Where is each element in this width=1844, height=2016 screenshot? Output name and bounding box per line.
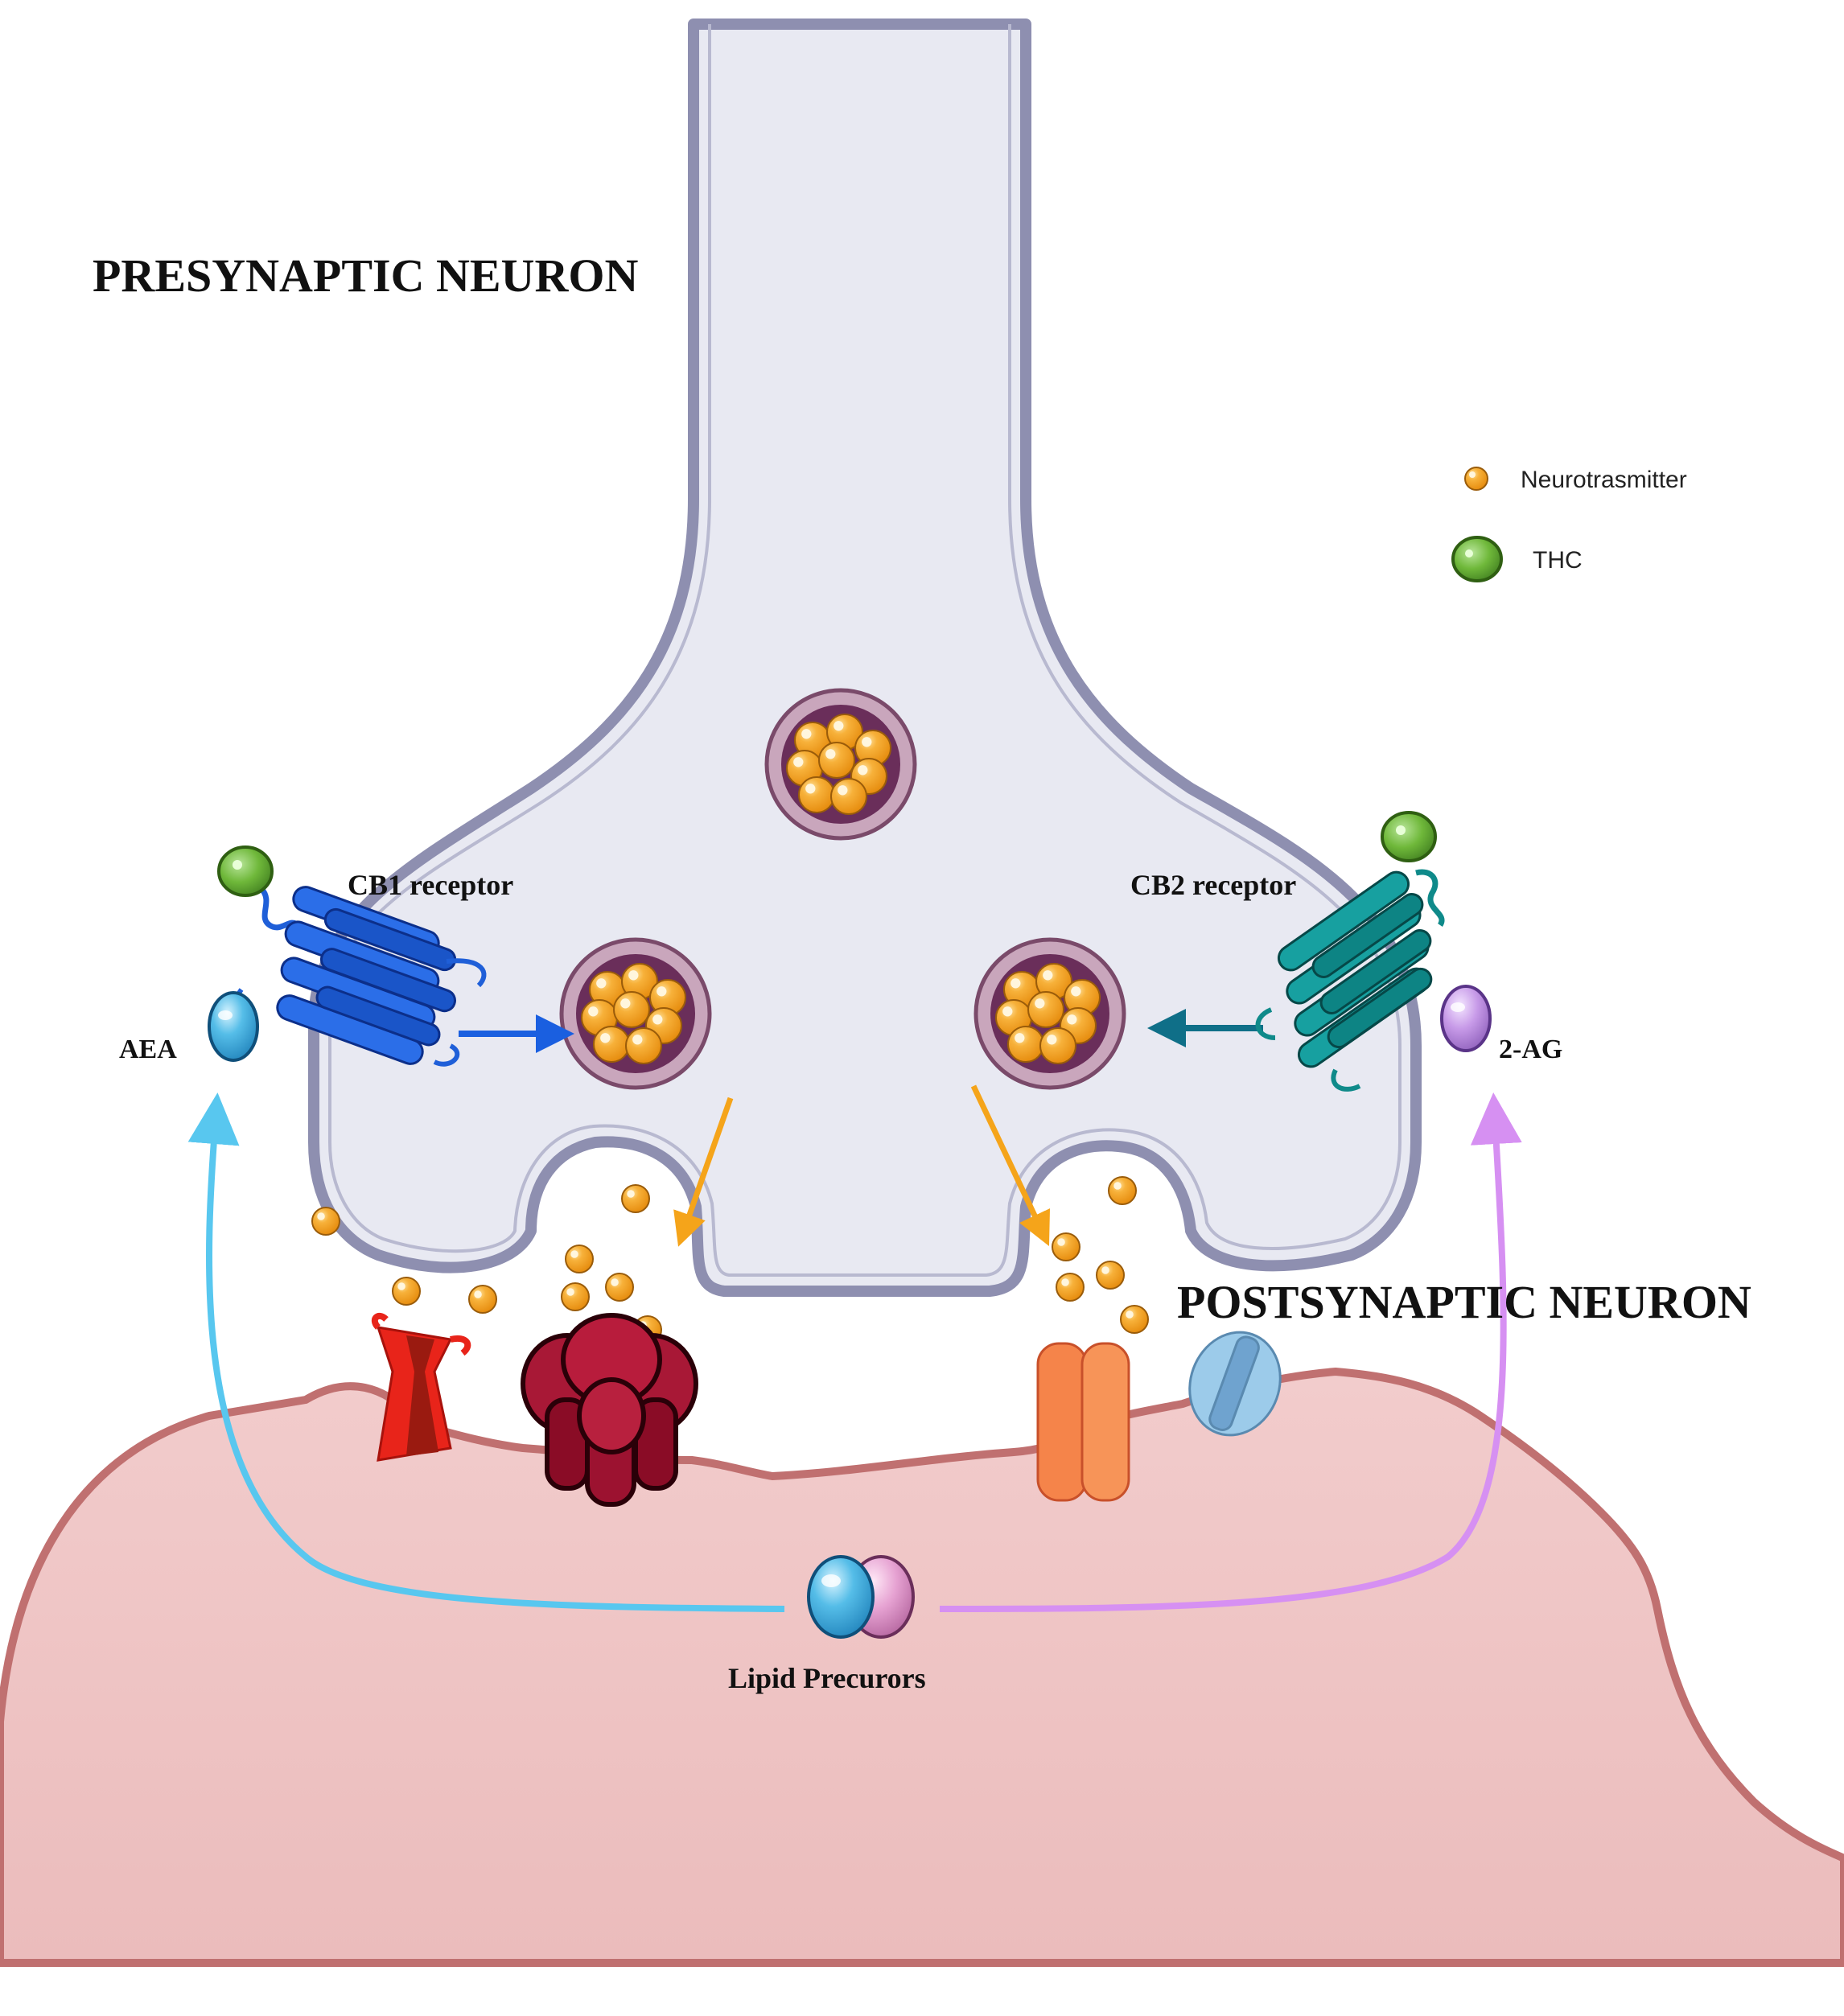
neurotransmitter-molecule (392, 1277, 421, 1306)
thc-icon (1451, 536, 1503, 582)
neurotransmitter-molecule (1108, 1176, 1137, 1205)
neurotransmitter-molecule (621, 963, 658, 1000)
vesicle (559, 937, 712, 1090)
vesicle (764, 688, 917, 841)
neurotransmitter-molecule (1120, 1305, 1149, 1334)
release-arrow-right (970, 1084, 1051, 1246)
neurotransmitter-molecule (468, 1285, 497, 1314)
neurotransmitter-icon (1464, 467, 1488, 491)
neurotransmitter-molecule (625, 1027, 662, 1064)
cb2-receptor (1255, 869, 1445, 1092)
neurotransmitter-molecule (1007, 1026, 1044, 1063)
legend-neurotransmitter-label: Neurotrasmitter (1521, 467, 1687, 493)
cb1-receptor (234, 886, 487, 1067)
neurotransmitter-molecule (854, 730, 891, 767)
presynaptic-label: PRESYNAPTIC NEURON (93, 249, 638, 302)
lipid-precursors-label: Lipid Precurors (728, 1662, 926, 1694)
neurotransmitter-molecule (593, 1026, 630, 1063)
neurotransmitter-molecule (1027, 991, 1064, 1028)
neurotransmitter-molecule (818, 742, 855, 779)
neurotransmitter-molecule (565, 1245, 594, 1273)
neurotransmitter-molecule (1052, 1232, 1080, 1261)
vesicle (973, 937, 1126, 1090)
neurotransmitter-molecule (621, 1184, 650, 1213)
aea-molecule (208, 991, 259, 1062)
neurotransmitter-molecule (605, 1273, 634, 1302)
postsynaptic-label: POSTSYNAPTIC NEURON (1177, 1276, 1751, 1328)
neurotransmitter-molecule (613, 991, 650, 1028)
postsynaptic-receptor-red (371, 1312, 471, 1462)
two-ag-label: 2-AG (1499, 1035, 1562, 1064)
neurotransmitter-molecule (589, 971, 626, 1008)
lipid-precursors (807, 1555, 915, 1639)
postsynaptic-receptor-lightblue (1188, 1331, 1282, 1437)
neurotransmitter-molecule (1035, 963, 1072, 1000)
thc-on-cb2 (1381, 811, 1437, 862)
legend-thc-label: THC (1533, 547, 1583, 574)
two-ag-synthesis-arrow (939, 1092, 1522, 1612)
neurotransmitter-molecule (649, 979, 686, 1016)
legend: Neurotrasmitter THC (1451, 467, 1687, 582)
neurotransmitter-molecule (1096, 1261, 1125, 1290)
postsynaptic-receptor-darkred (521, 1313, 698, 1507)
synaptic-vesicles (559, 688, 1126, 1090)
aea-synthesis-arrow (187, 1092, 785, 1612)
cb1-receptor-label: CB1 receptor (348, 869, 513, 901)
aea-label: AEA (119, 1035, 177, 1064)
release-arrow-left (673, 1096, 734, 1247)
neurotransmitter-molecule (1056, 1273, 1085, 1302)
neurotransmitter-molecule (311, 1207, 340, 1236)
postsynaptic-receptor-orange (1036, 1342, 1130, 1502)
thc-on-cb1 (217, 845, 274, 897)
cb2-receptor-label: CB2 receptor (1130, 869, 1296, 901)
neurotransmitter-molecule (826, 714, 863, 751)
neurotransmitter-molecule (561, 1282, 590, 1311)
neurotransmitter-molecule (798, 776, 835, 813)
neurotransmitter-molecule (830, 778, 867, 815)
two-ag-molecule (1440, 985, 1492, 1052)
neurotransmitter-molecule (1039, 1027, 1076, 1064)
presynaptic-neuron-terminal (308, 19, 1422, 1297)
